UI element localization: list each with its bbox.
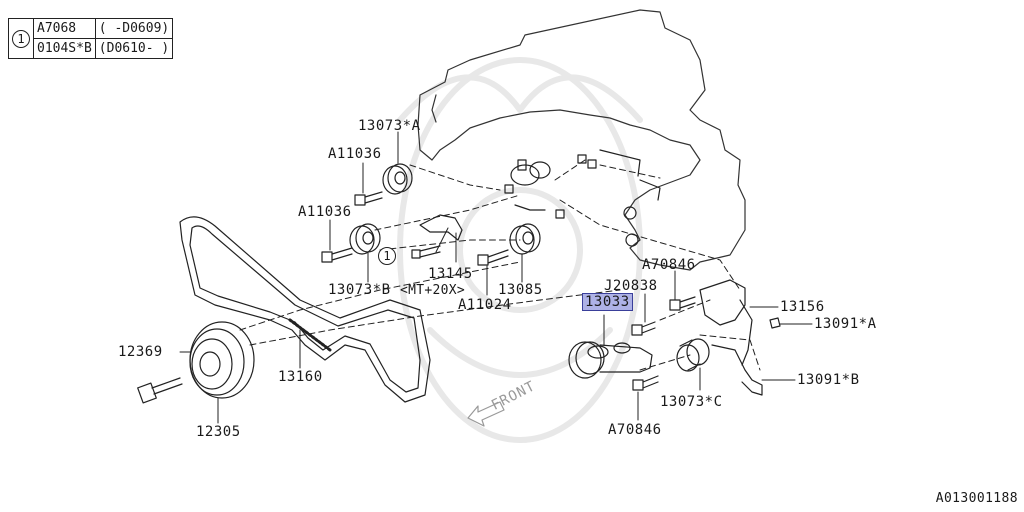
cam-sprockets: [504, 154, 597, 219]
idler-13085: [509, 223, 541, 255]
callout-inline-marker: 1: [378, 247, 396, 265]
legend-marker: 1: [12, 29, 30, 48]
bolt-inline: [411, 245, 441, 259]
callout-a11036-mid[interactable]: A11036: [298, 204, 352, 220]
callout-13091b[interactable]: 13091*B: [797, 372, 860, 388]
legend-range: ( -D0609): [94, 18, 174, 39]
callout-12305[interactable]: 12305: [196, 424, 241, 440]
bolt-a11024: [477, 249, 509, 266]
callout-a70846-top[interactable]: A70846: [642, 257, 696, 273]
callout-13085[interactable]: 13085: [498, 282, 543, 298]
crank-pulley: [189, 321, 255, 399]
legend-marker-cell: 1: [8, 18, 34, 59]
callout-a11036-top[interactable]: A11036: [328, 146, 382, 162]
tensioner-13033: [568, 341, 653, 379]
callout-13091a[interactable]: 13091*A: [814, 316, 877, 332]
bolt-a70846-bot: [632, 375, 659, 391]
front-arrow: [467, 401, 505, 427]
watermark-emblem: [397, 57, 643, 443]
legend-part: A7068: [33, 18, 96, 39]
rod-13091b: [711, 344, 763, 396]
callout-13073b[interactable]: 13073*B: [328, 282, 391, 298]
legend-part: 0104S*B: [33, 38, 96, 59]
bolt-a11036-mid: [321, 247, 353, 263]
idler-13073b: [349, 223, 381, 255]
bolt-a11036-top: [354, 191, 383, 206]
legend-range: (D0610- ): [94, 38, 174, 59]
callout-j20838[interactable]: J20838: [604, 278, 658, 294]
idler-13073c: [676, 338, 710, 372]
document-id: A013001188: [935, 491, 1018, 506]
bolt-a70846-top: [669, 296, 696, 311]
bracket-13145: [419, 214, 463, 241]
idler-13073a: [382, 163, 413, 195]
callout-13033-highlighted[interactable]: 13033: [582, 293, 633, 311]
callout-13073a[interactable]: 13073*A: [358, 118, 421, 134]
clip-13091a: [769, 317, 781, 329]
bolt-j20838: [631, 321, 656, 336]
bracket-13156: [699, 279, 753, 366]
engine-block-outline: [417, 9, 746, 271]
callout-12369[interactable]: 12369: [118, 344, 163, 360]
callout-a70846-bot[interactable]: A70846: [608, 422, 662, 438]
callout-13156[interactable]: 13156: [780, 299, 825, 315]
callout-13145-note: <MT+20X>: [400, 283, 466, 298]
callout-13073c[interactable]: 13073*C: [660, 394, 723, 410]
callout-13160[interactable]: 13160: [278, 369, 323, 385]
legend-table: 1 A7068 ( -D0609) 0104S*B (D0610- ): [8, 18, 174, 59]
timing-belt: [179, 216, 431, 403]
callout-13145[interactable]: 13145: [428, 266, 473, 282]
callout-a11024[interactable]: A11024: [458, 297, 512, 313]
crank-bolt: [137, 377, 183, 404]
